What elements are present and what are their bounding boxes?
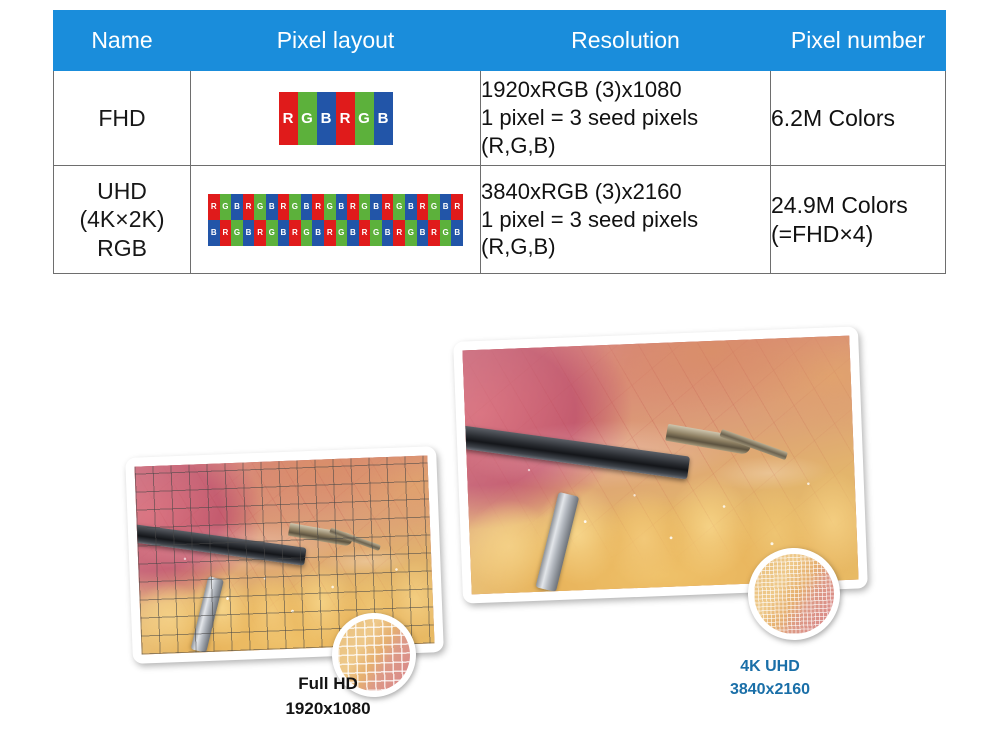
column-header-resolution: Resolution xyxy=(480,10,771,71)
row-name-main: FHD xyxy=(98,104,146,131)
subpixel-b: B xyxy=(335,193,348,220)
subpixel-b: B xyxy=(300,193,313,220)
cell-pixel-number-fhd: 6.2M Colors xyxy=(770,70,946,166)
caption-title: 4K UHD xyxy=(740,658,800,675)
caption-4k-uhd: 4K UHD 3840x2160 xyxy=(680,655,860,701)
subpixel-b: B xyxy=(370,193,382,220)
subpixel-b: B xyxy=(231,193,243,220)
column-header-pixel-layout: Pixel layout xyxy=(190,10,481,71)
subpixel-g: G xyxy=(393,193,406,220)
subpixel-r: R xyxy=(323,219,336,246)
caption-title: Full HD xyxy=(298,674,358,693)
subpixel-b: B xyxy=(265,193,278,220)
subpixel-b: B xyxy=(242,219,255,246)
subpixel-b: B xyxy=(207,219,220,246)
cell-resolution-uhd: 3840xRGB (3)x2160 1 pixel = 3 seed pixel… xyxy=(480,165,771,274)
row-name-sub1: (4K×2K) xyxy=(79,206,165,233)
subpixel-r: R xyxy=(335,91,355,145)
subpixel-g: G xyxy=(354,91,374,145)
subpixel-r: R xyxy=(207,193,220,220)
subpixel-b: B xyxy=(373,91,393,145)
subpixel-b: B xyxy=(347,219,359,246)
subpixel-r: R xyxy=(358,219,371,246)
subpixel-b: B xyxy=(439,193,452,220)
subpixel-r: R xyxy=(393,219,406,246)
magnifier-4k-uhd xyxy=(746,546,842,642)
subpixel-g: G xyxy=(219,193,232,220)
subpixel-g: G xyxy=(289,193,301,220)
subpixel-g: G xyxy=(254,193,266,220)
subpixel-r: R xyxy=(381,193,394,220)
subpixel-r: R xyxy=(451,193,464,220)
subpixel-r: R xyxy=(416,193,429,220)
subpixel-g: G xyxy=(428,193,440,220)
cell-resolution-fhd: 1920xRGB (3)x1080 1 pixel = 3 seed pixel… xyxy=(480,70,771,166)
subpixel-b: B xyxy=(312,219,324,246)
subpixel-r: R xyxy=(278,91,298,145)
subpixel-b: B xyxy=(381,219,394,246)
subpixel-r: R xyxy=(254,219,266,246)
subpixel-b: B xyxy=(451,219,464,246)
subpixel-g: G xyxy=(297,91,317,145)
subpixel-b: B xyxy=(416,219,429,246)
subpixel-g: G xyxy=(405,219,417,246)
caption-resolution: 3840x2160 xyxy=(729,681,811,699)
row-name-sub2: RGB xyxy=(97,234,147,261)
subpixel-b: B xyxy=(277,219,290,246)
subpixel-g: G xyxy=(358,193,371,220)
table-header-row: Name Pixel layout Resolution Pixel numbe… xyxy=(53,10,946,71)
subpixel-r: R xyxy=(242,193,255,220)
cell-name-uhd: UHD (4K×2K) RGB xyxy=(53,165,191,274)
magnifier-lens-fine-grid xyxy=(752,552,836,636)
subpixel-r: R xyxy=(347,193,359,220)
cell-pixel-number-uhd: 24.9M Colors (=FHD×4) xyxy=(770,165,946,274)
subpixel-g: G xyxy=(231,219,243,246)
subpixel-r: R xyxy=(277,193,290,220)
subpixel-r: R xyxy=(312,193,324,220)
caption-full-hd: Full HD 1920x1080 xyxy=(238,672,418,721)
subpixel-r: R xyxy=(219,219,232,246)
subpixel-g: G xyxy=(300,219,313,246)
subpixel-r: R xyxy=(428,219,440,246)
row-name-main: UHD xyxy=(97,178,147,205)
subpixel-r: R xyxy=(289,219,301,246)
subpixel-g: G xyxy=(265,219,278,246)
subpixel-g: G xyxy=(370,219,382,246)
subpixel-b: B xyxy=(405,193,417,220)
caption-resolution: 1920x1080 xyxy=(285,698,371,718)
subpixel-g: G xyxy=(323,193,336,220)
subpixel-g: G xyxy=(335,219,348,246)
column-header-name: Name xyxy=(53,10,191,71)
subpixel-g: G xyxy=(439,219,452,246)
column-header-pixel-number: Pixel number xyxy=(770,10,946,71)
display-spec-table: Name Pixel layout Resolution Pixel numbe… xyxy=(53,10,946,274)
cell-name-fhd: FHD xyxy=(53,70,191,166)
subpixel-b: B xyxy=(316,91,336,145)
